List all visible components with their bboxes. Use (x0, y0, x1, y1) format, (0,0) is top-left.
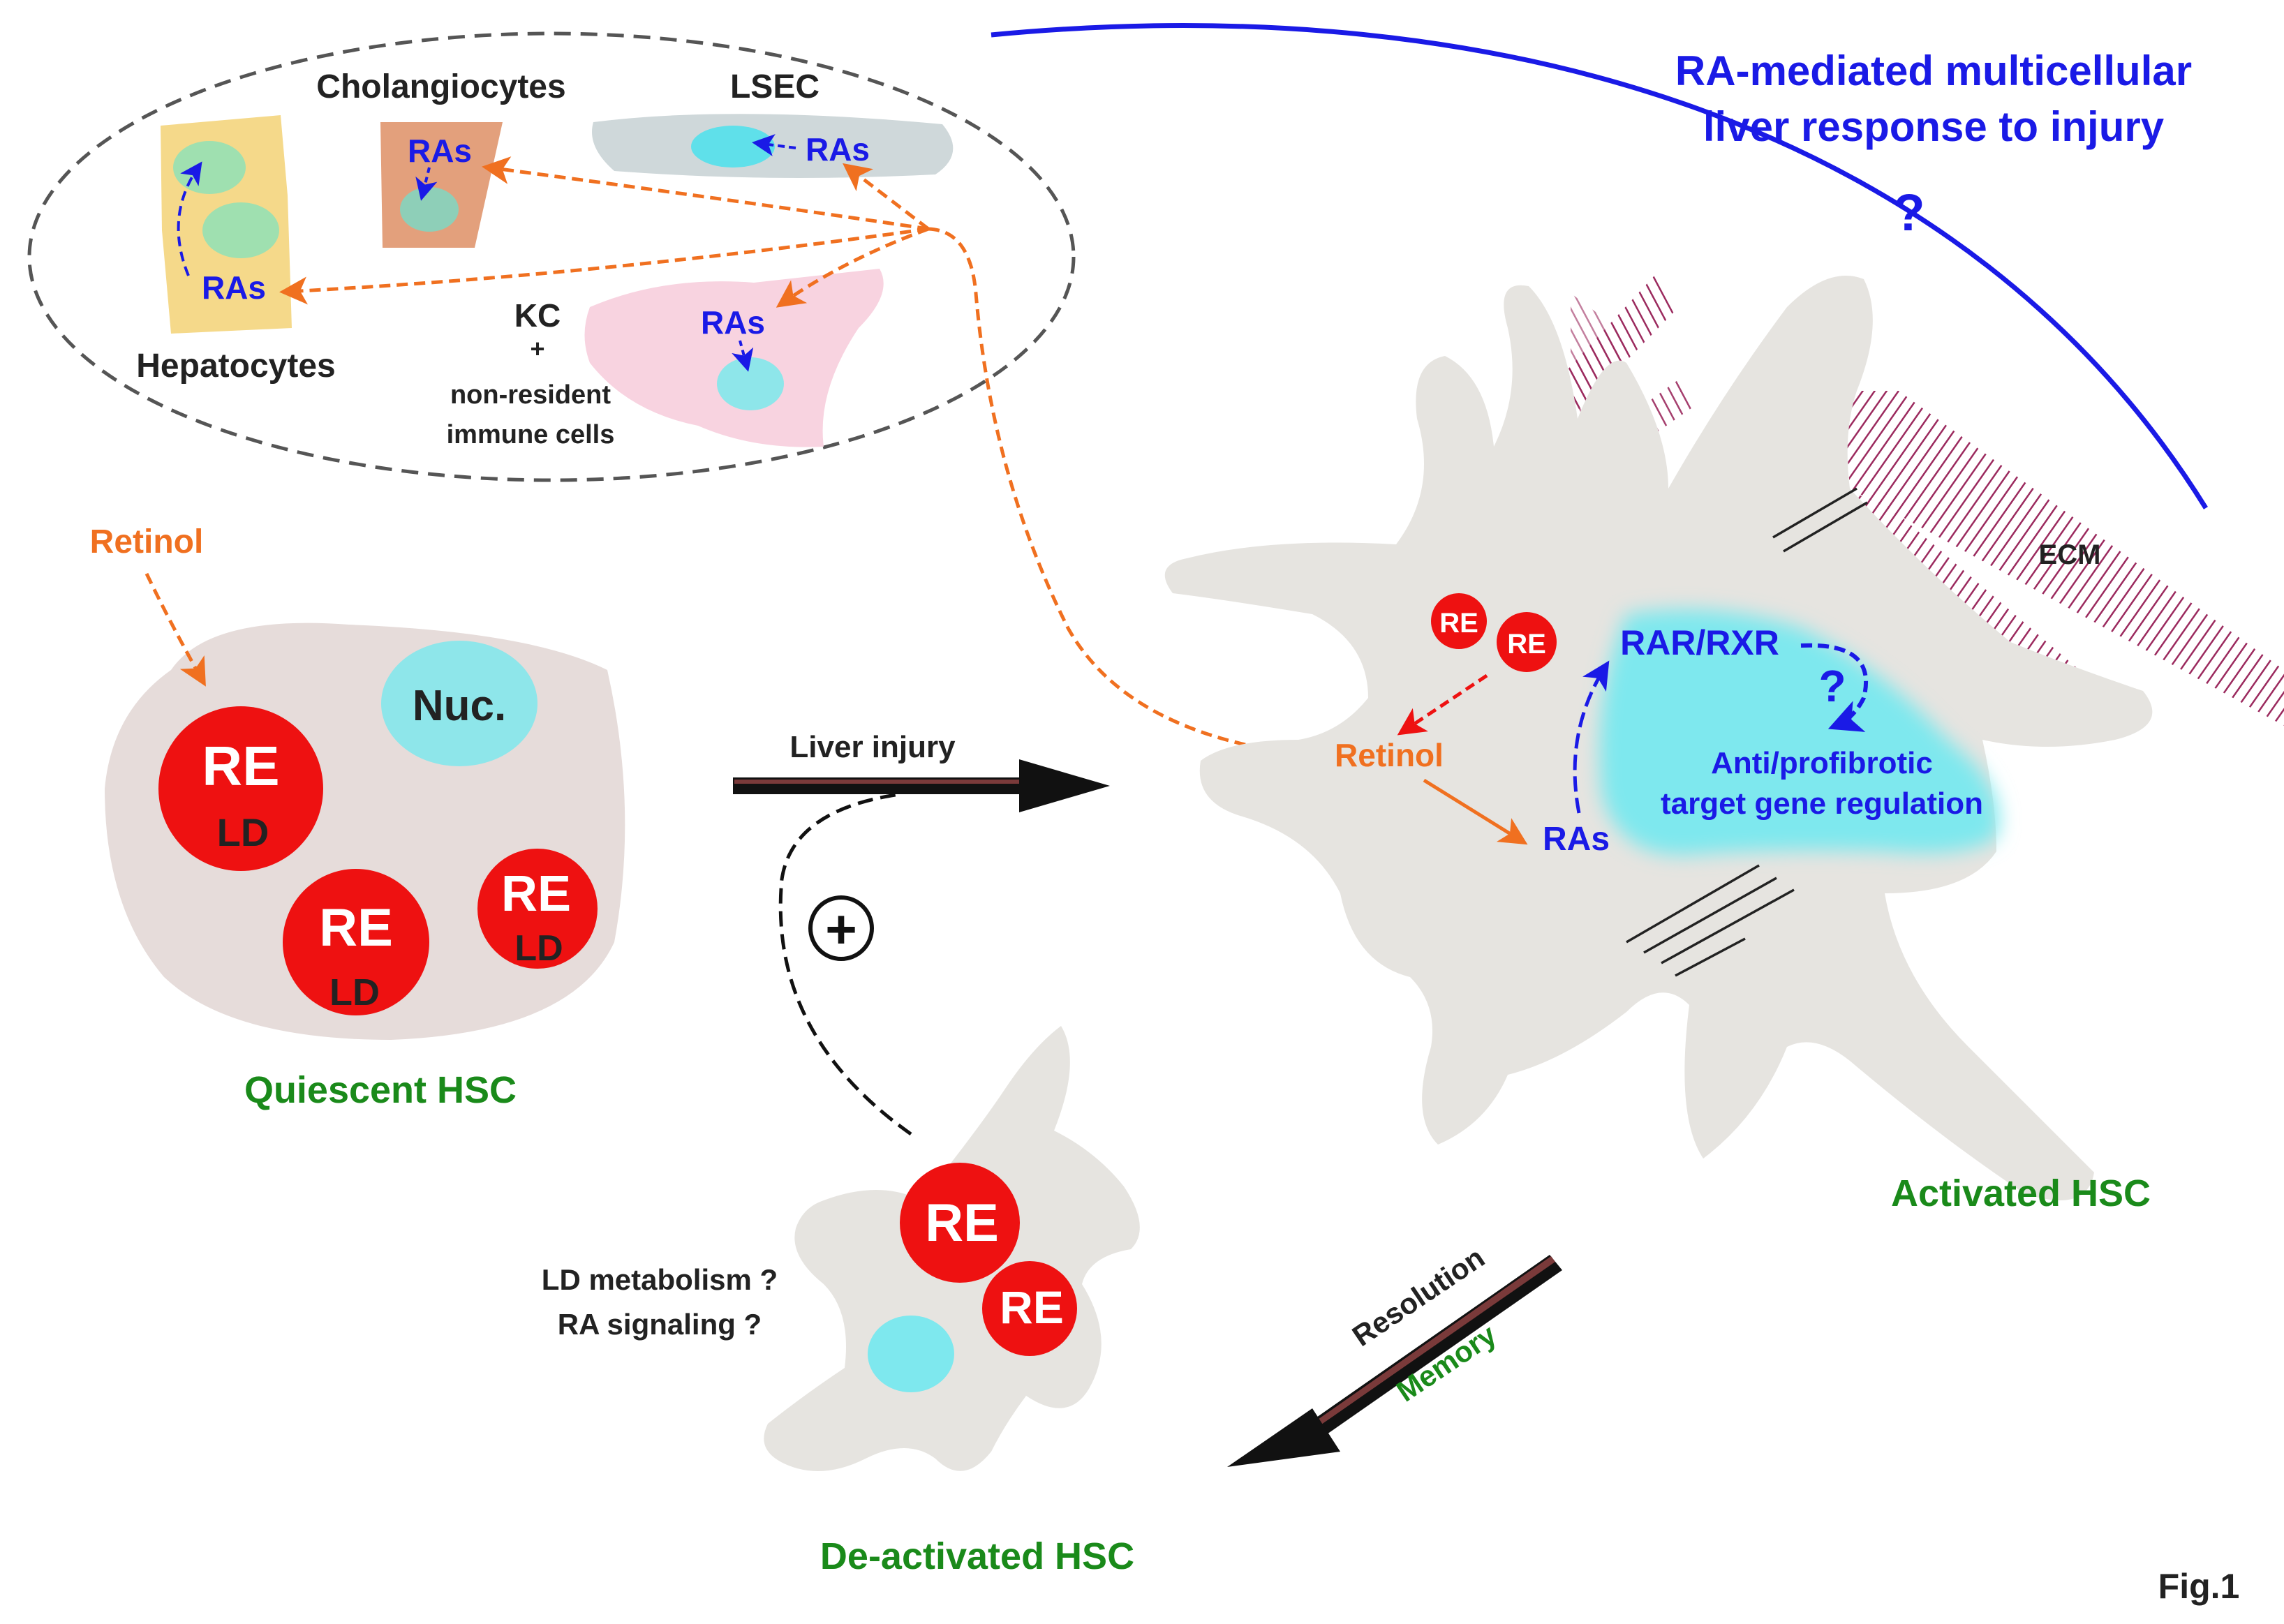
re-to-retinol-arrow (1397, 673, 1488, 736)
kc-label: KC (514, 297, 561, 334)
receptor-to-target-arrow (1800, 643, 1869, 732)
ra-signaling-question: RA signaling ? (558, 1308, 762, 1341)
quiescent-re-label-3: RE (501, 866, 571, 922)
quiescent-lipid-droplet-2 (283, 869, 429, 1015)
quiescent-hsc-caption: Quiescent HSC (244, 1069, 517, 1111)
ras-paracrine-arrows (279, 156, 1327, 759)
hepatocytes-label: Hepatocytes (136, 348, 335, 385)
activated-nucleus-glow (1599, 609, 1999, 856)
quiescent-re-label-1: RE (202, 735, 279, 797)
receptor-question: ? (1818, 661, 1846, 711)
deactivated-nucleus (868, 1316, 954, 1392)
activated-re-label-2: RE (1507, 629, 1546, 660)
activated-retinol-label: Retinol (1335, 737, 1444, 773)
title-arc (991, 23, 2208, 509)
target-line-2: target gene regulation (1661, 787, 1983, 821)
ld-metabolism-question: LD metabolism ? (542, 1263, 778, 1296)
kc-plus: + (530, 334, 544, 363)
quiescent-lipid-droplet-1 (158, 706, 323, 871)
activated-re-droplet-1 (1431, 593, 1487, 649)
activated-hsc-caption: Activated HSC (1891, 1172, 2151, 1214)
rar-rxr-label: RAR/RXR (1620, 623, 1779, 662)
nonresident-line-2: immune cells (447, 420, 615, 449)
lsec-cell (592, 114, 954, 178)
quiescent-retinol-arrow (144, 572, 206, 687)
deactivated-re-droplet-2 (982, 1261, 1077, 1356)
quiescent-ld-label-1: LD (217, 810, 269, 854)
lsec-label: LSEC (730, 68, 820, 105)
lsec-ras-label: RAs (806, 131, 870, 167)
target-line-1: Anti/profibrotic (1711, 746, 1933, 780)
deactivated-hsc-caption: De-activated HSC (820, 1535, 1134, 1577)
quiescent-ld-label-3: LD (514, 928, 563, 969)
cholangiocyte-cell (380, 122, 503, 248)
quiescent-nucleus-label: Nuc. (413, 682, 506, 730)
nonresident-line-1: non-resident (450, 380, 611, 410)
activated-re-droplet-2 (1497, 612, 1557, 672)
quiescent-re-label-2: RE (319, 898, 393, 958)
activated-re-label-1: RE (1439, 608, 1478, 639)
title-line-2: liver response to injury (1703, 103, 2165, 150)
cholangiocytes-label: Cholangiocytes (316, 68, 565, 105)
quiescent-retinol-label: Retinol (90, 523, 204, 560)
plus-circle-symbol: + (825, 898, 857, 960)
deactivated-re-label-1: RE (925, 1193, 999, 1253)
hepatocyte-cell (161, 115, 292, 334)
hepatocyte-ras-label: RAs (202, 269, 266, 306)
ecm-label: ECM (2039, 539, 2101, 570)
figure-label: Fig.1 (2158, 1567, 2240, 1606)
title-question: ? (1893, 184, 1925, 241)
deactivated-re-droplet-1 (900, 1163, 1020, 1283)
memory-feedback-curve (778, 792, 912, 1136)
resolution-arrow (1227, 1255, 1562, 1467)
ras-to-receptor-arrow (1573, 660, 1610, 814)
quiescent-lipid-droplet-3 (477, 849, 598, 969)
quiescent-ld-label-2: LD (329, 971, 380, 1013)
retinol-to-ras-arrow (1423, 778, 1528, 845)
inset-ellipse (27, 31, 1076, 482)
quiescent-nucleus (381, 641, 537, 766)
kc-cell (584, 269, 884, 447)
kc-ras-label: RAs (701, 304, 765, 341)
title-line-1: RA-mediated multicellular (1675, 47, 2192, 94)
deactivated-re-label-2: RE (1000, 1281, 1064, 1333)
liver-injury-label: Liver injury (789, 730, 956, 764)
liver-injury-arrow (733, 759, 1110, 812)
stress-fibers (1626, 487, 1868, 977)
plus-circle (808, 895, 874, 961)
cholangiocyte-ras-label: RAs (408, 133, 472, 169)
activated-ras-label: RAs (1543, 821, 1610, 858)
